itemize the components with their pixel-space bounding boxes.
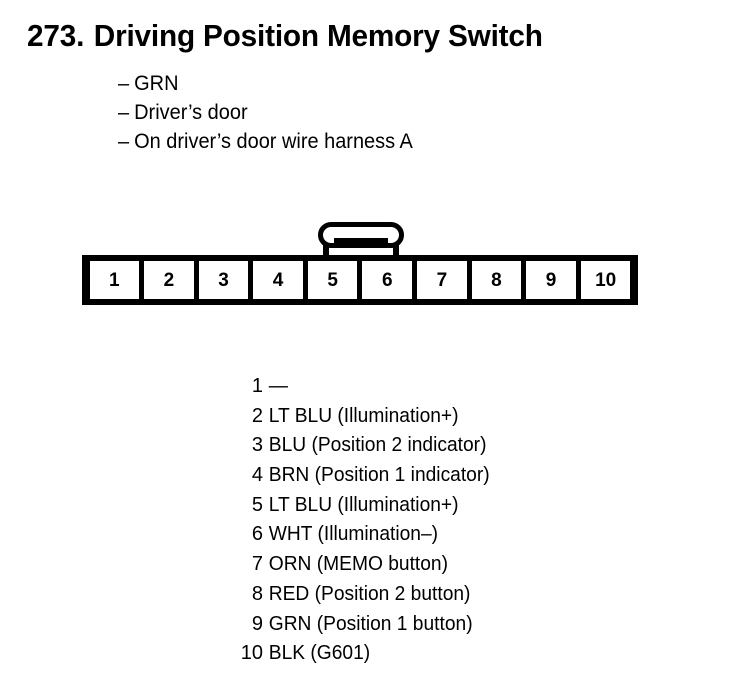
note-line: –On driver’s door wire harness A bbox=[118, 127, 650, 156]
pin-legend-row: 7 ORN (MEMO button) bbox=[170, 552, 590, 582]
connector-pin-cell: 3 bbox=[198, 261, 249, 299]
pin-legend-number: 4 bbox=[251, 464, 263, 487]
note-dash-icon: – bbox=[118, 130, 130, 153]
pin-legend-row: 3 BLU (Position 2 indicator) bbox=[170, 433, 590, 463]
pin-legend-row: 1 — bbox=[170, 374, 590, 404]
note-text: GRN bbox=[134, 72, 179, 95]
pin-legend-row: 2 LT BLU (Illumination+) bbox=[170, 404, 590, 434]
connector-pin-cell: 5 bbox=[307, 261, 358, 299]
pin-legend-number: 3 bbox=[251, 434, 263, 457]
pin-legend-row: 4 BRN (Position 1 indicator) bbox=[170, 463, 590, 493]
pin-legend-row: 6 WHT (Illumination–) bbox=[170, 522, 590, 552]
connector-diagram: 1 2 3 4 5 6 7 8 9 10 bbox=[82, 222, 638, 306]
connector-pin-cell: 9 bbox=[526, 261, 576, 299]
note-line: –GRN bbox=[118, 69, 650, 98]
page-title-number: 273. bbox=[27, 18, 85, 53]
pin-legend-description: LT BLU (Illumination+) bbox=[268, 493, 459, 516]
note-line: –Driver’s door bbox=[118, 98, 650, 127]
pin-legend-number: 2 bbox=[251, 404, 263, 427]
pin-legend-description: GRN (Position 1 button) bbox=[268, 612, 473, 635]
pin-legend-description: BRN (Position 1 indicator) bbox=[268, 464, 490, 487]
connector-pin-cell: 7 bbox=[417, 261, 467, 299]
notes-list: –GRN –Driver’s door –On driver’s door wi… bbox=[118, 69, 678, 156]
pin-legend-row: 10 BLK (G601) bbox=[170, 641, 590, 671]
pin-legend-number: 7 bbox=[251, 553, 263, 576]
connector-latch-leg-left bbox=[323, 244, 329, 257]
pin-legend-number: 5 bbox=[251, 493, 263, 516]
page-title-text: Driving Position Memory Switch bbox=[93, 18, 543, 53]
pin-legend-row: 5 LT BLU (Illumination+) bbox=[170, 493, 590, 523]
note-dash-icon: – bbox=[118, 101, 130, 124]
pin-legend-description: RED (Position 2 button) bbox=[268, 582, 471, 605]
connector-body: 1 2 3 4 5 6 7 8 9 10 bbox=[82, 255, 638, 305]
connector-latch-leg-right bbox=[393, 244, 399, 257]
pin-legend-number: 10 bbox=[240, 642, 263, 665]
pin-legend-description: BLU (Position 2 indicator) bbox=[268, 434, 487, 457]
header-block: 273.Driving Position Memory Switch bbox=[27, 18, 727, 54]
connector-pin-cell: 8 bbox=[471, 261, 522, 299]
pin-legend-description: — bbox=[268, 375, 288, 397]
note-dash-icon: – bbox=[118, 72, 130, 95]
pin-legend-row: 9 GRN (Position 1 button) bbox=[170, 612, 590, 642]
pin-legend-number: 9 bbox=[251, 612, 263, 635]
pin-legend-number: 8 bbox=[251, 582, 263, 605]
pin-legend-description: BLK (G601) bbox=[268, 642, 371, 665]
connector-pin-cell: 10 bbox=[580, 261, 631, 299]
pin-legend-description: LT BLU (Illumination+) bbox=[268, 404, 459, 427]
page-title: 273.Driving Position Memory Switch bbox=[27, 18, 699, 54]
note-text: On driver’s door wire harness A bbox=[134, 130, 413, 153]
pin-legend-number: 6 bbox=[251, 523, 263, 546]
pin-legend-row: 8 RED (Position 2 button) bbox=[170, 582, 590, 612]
connector-pin-cell: 4 bbox=[253, 261, 303, 299]
pin-legend-description: ORN (MEMO button) bbox=[268, 553, 448, 576]
note-text: Driver’s door bbox=[134, 101, 248, 124]
connector-pin-cell: 2 bbox=[144, 261, 194, 299]
pin-legend-list: 1 — 2 LT BLU (Illumination+) 3 BLU (Posi… bbox=[170, 374, 590, 671]
connector-pin-cell: 1 bbox=[89, 261, 140, 299]
connector-latch-tab-bar bbox=[334, 238, 388, 245]
pin-legend-description: WHT (Illumination–) bbox=[268, 523, 439, 546]
pin-legend-number: 1 bbox=[251, 375, 263, 397]
connector-pin-cell: 6 bbox=[362, 261, 413, 299]
